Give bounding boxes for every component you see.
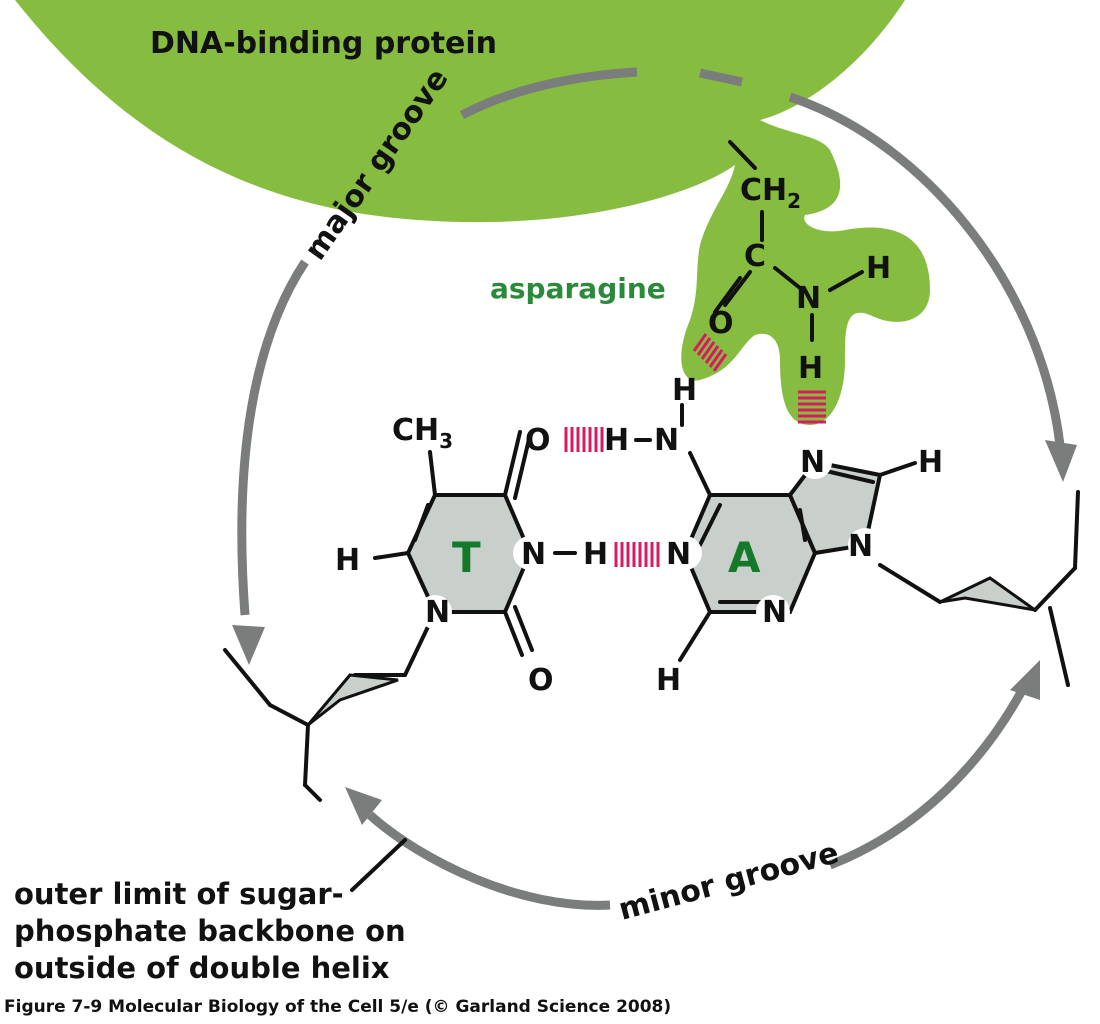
adenine-h-bottom: H (656, 663, 681, 698)
major-groove-arrowhead-left (232, 625, 265, 665)
thymine-o-bottom: O (528, 663, 554, 698)
adenine-n-left: N (666, 537, 691, 572)
adenine-base-letter: A (728, 533, 761, 582)
adenine-h-amino: H (604, 423, 629, 458)
adenine-h-top: H (672, 373, 697, 408)
thymine-h-left: H (335, 543, 360, 578)
minor-groove-arrowhead-right (1010, 660, 1040, 700)
sugar-left (223, 648, 407, 802)
backbone-pointer (350, 838, 407, 892)
thymine-n-right: N (521, 537, 546, 572)
major-groove-arc-right (788, 92, 1065, 446)
backbone-note-line1: outer limit of sugar- (14, 877, 344, 911)
minor-groove-arrowhead-left (345, 787, 382, 825)
hbond-o-h-top (564, 427, 604, 452)
asparagine-o: O (708, 306, 734, 341)
asparagine-label: asparagine (490, 272, 666, 305)
adenine-n-right5: N (848, 529, 873, 564)
major-groove-arc-top-mid (699, 68, 743, 87)
backbone-note-line3: outside of double helix (14, 951, 390, 985)
asparagine-ch2: CH2 (740, 173, 801, 213)
minor-groove-arc-left (366, 811, 611, 910)
protein-label: DNA-binding protein (150, 26, 497, 61)
thymine-h-right: H (583, 537, 608, 572)
backbone-note: outer limit of sugar- phosphate backbone… (14, 876, 406, 987)
asparagine-c: C (744, 239, 766, 274)
major-groove-arrowhead-right (1045, 440, 1077, 482)
major-groove-arc-left (237, 259, 309, 616)
asparagine-h-bottom: H (798, 351, 823, 386)
sugar-right (878, 490, 1080, 687)
adenine-n-top5: N (800, 445, 825, 480)
hbond-h-n-middle (614, 542, 660, 567)
adenine-n-bottom: N (762, 595, 787, 630)
thymine-n-bottom: N (425, 595, 450, 630)
thymine-base-letter: T (452, 533, 481, 582)
thymine-o-top: O (525, 423, 551, 458)
asparagine-h-right: H (866, 251, 891, 286)
figure-caption: Figure 7-9 Molecular Biology of the Cell… (4, 997, 672, 1017)
adenine-n-amino: N (654, 423, 679, 458)
minor-groove-label: minor groove (615, 835, 843, 927)
backbone-note-line2: phosphate backbone on (14, 914, 406, 948)
hbond-h-n (798, 390, 826, 424)
major-groove-arc-top (459, 67, 638, 119)
adenine-h-right: H (918, 445, 943, 480)
thymine-ch3: CH3 (392, 413, 453, 453)
protein-shape (15, 0, 930, 425)
minor-groove-arc-right (828, 682, 1029, 870)
hbond-o-h (692, 333, 728, 372)
asparagine-n: N (796, 281, 821, 316)
